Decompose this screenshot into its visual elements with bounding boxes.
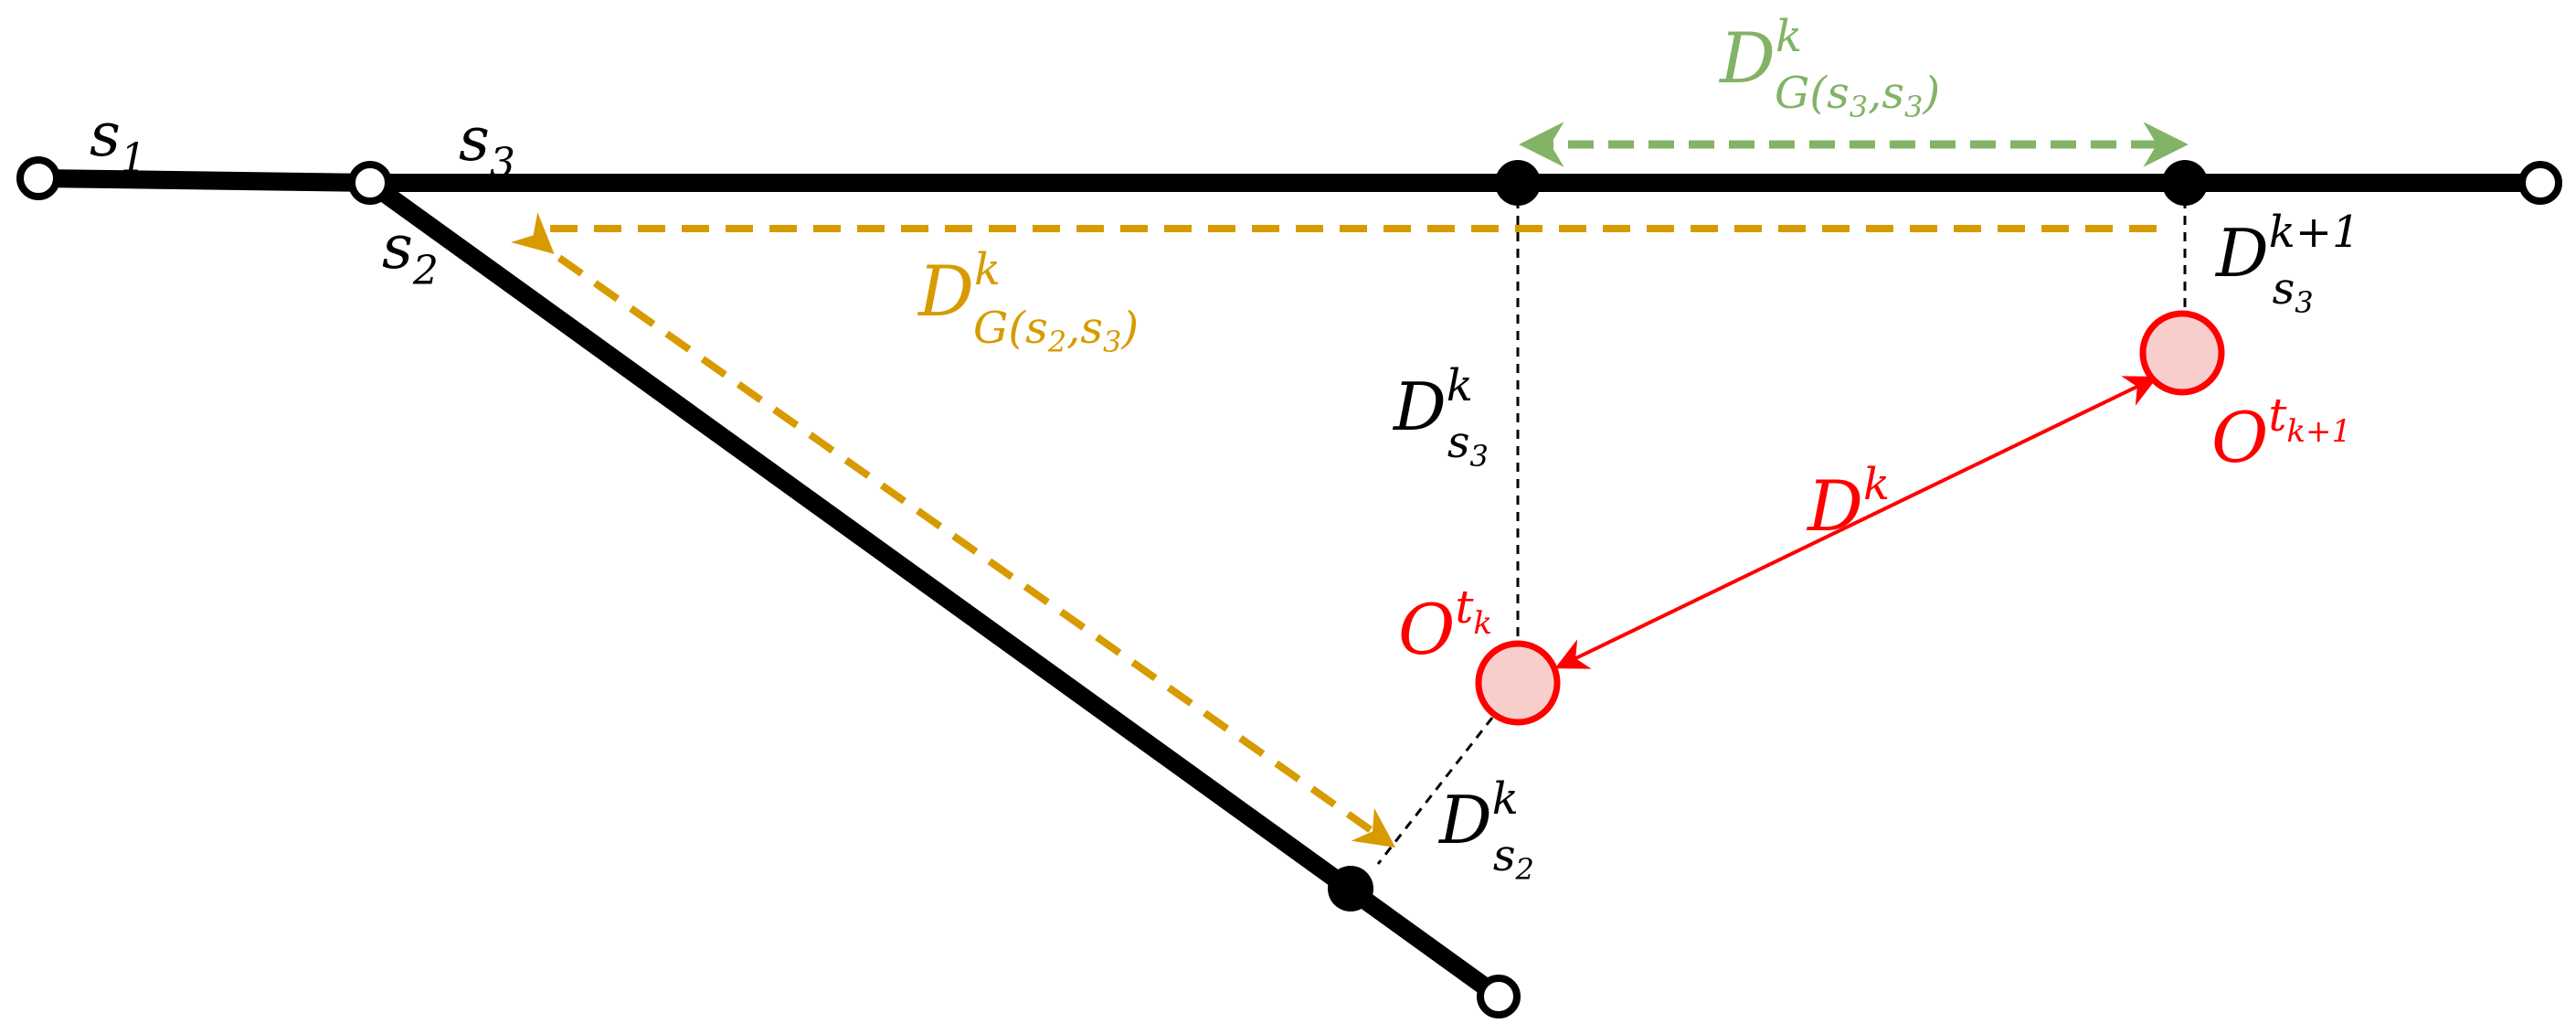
observation-t-k (1475, 640, 1561, 726)
distance-arrow-g-s2-s3 (511, 212, 2157, 254)
distance-arrow-g-s2-s3-diagonal (557, 254, 1396, 848)
node-endpoint-bottom (1477, 975, 1521, 1018)
label-s2: s2 (382, 212, 439, 294)
projection-point-s3-k (1495, 160, 1541, 206)
observation-distance-arrow (1554, 376, 2158, 669)
projection-point-s2-k (1328, 866, 1373, 911)
label-observation-t-k: Otk (1398, 581, 1492, 670)
label-s3: s3 (459, 104, 515, 187)
projection-line-s2-k (1376, 717, 1494, 865)
label-s1: s1 (90, 100, 146, 182)
road-segment-s1 (37, 169, 371, 192)
node-endpoint-right (2518, 161, 2562, 205)
observation-t-k1 (2139, 310, 2225, 396)
node-junction (348, 161, 392, 205)
projection-point-s3-k1 (2162, 160, 2208, 206)
road-segment-s2 (365, 175, 1504, 1005)
label-observation-distance: Dk (1806, 459, 1890, 547)
node-endpoint-left (16, 156, 60, 200)
label-observation-t-k1: Otk+1 (2211, 389, 2351, 478)
